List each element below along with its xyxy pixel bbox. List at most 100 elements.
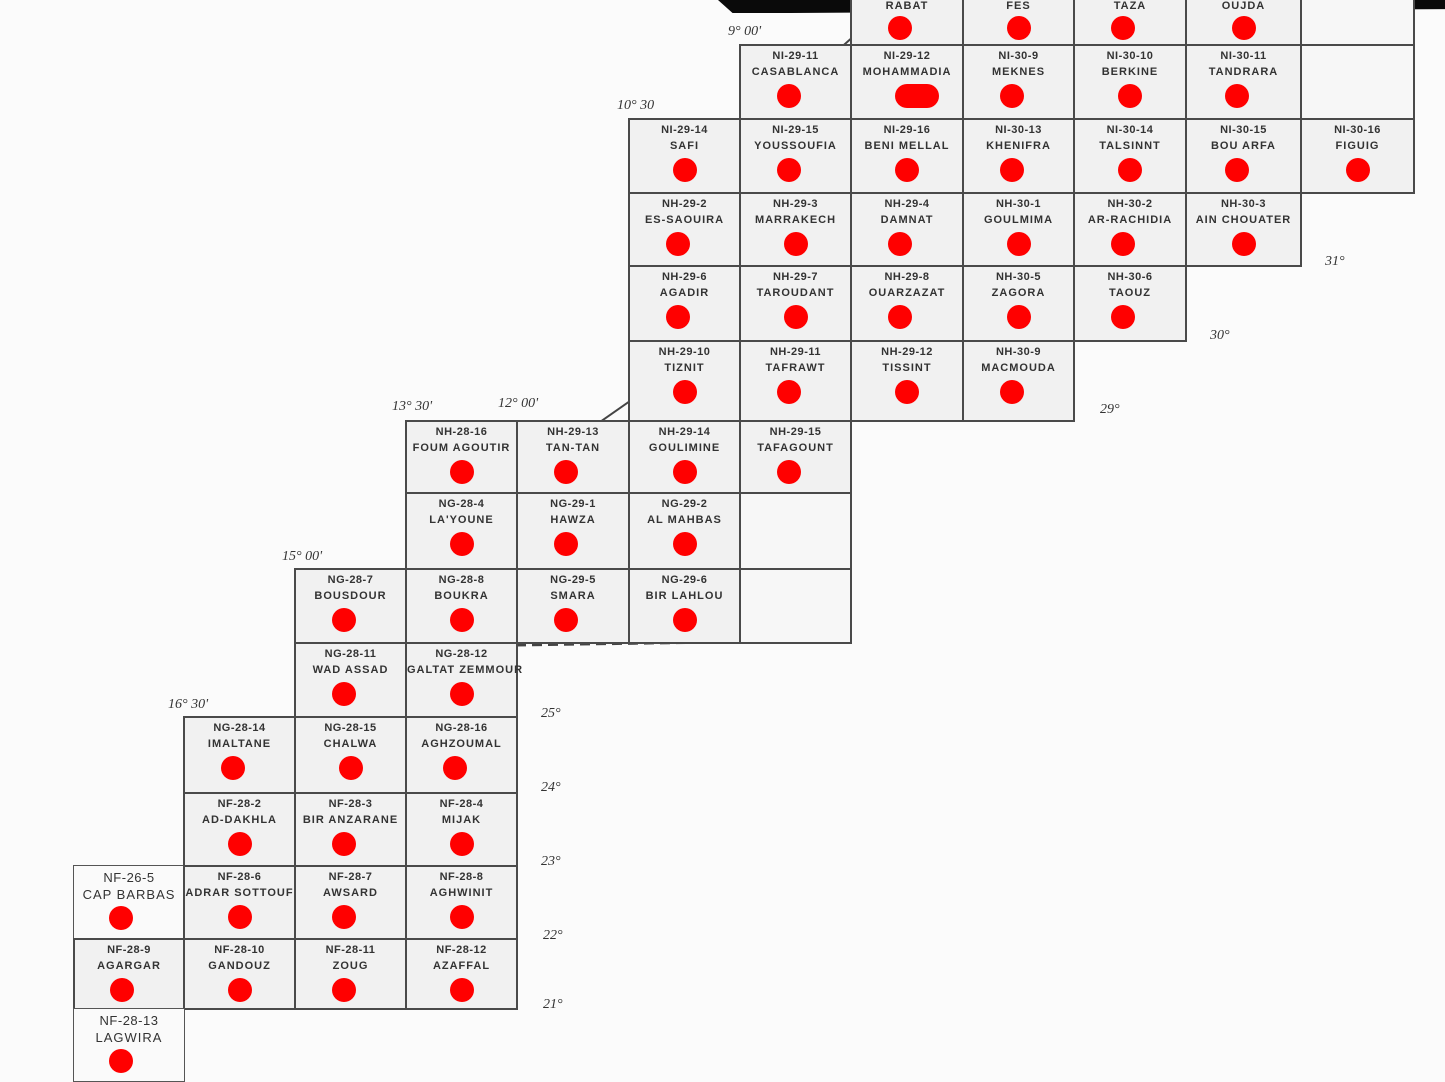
location-marker[interactable] <box>665 305 690 329</box>
location-marker[interactable] <box>888 305 912 329</box>
location-marker[interactable] <box>895 380 919 404</box>
location-marker[interactable] <box>220 756 245 780</box>
location-marker[interactable] <box>227 978 252 1002</box>
location-marker[interactable] <box>331 978 356 1002</box>
location-marker[interactable] <box>442 756 467 780</box>
location-marker[interactable] <box>776 380 801 404</box>
map-sheet[interactable]: FES <box>962 0 1075 46</box>
location-marker[interactable] <box>331 608 356 632</box>
location-marker[interactable] <box>227 905 252 929</box>
location-marker[interactable] <box>999 158 1024 182</box>
map-sheet[interactable]: RABAT <box>850 0 964 46</box>
map-sheet[interactable]: OUJDA <box>1185 0 1302 46</box>
map-sheet[interactable]: TAZA <box>1073 0 1187 46</box>
location-marker[interactable] <box>672 158 697 182</box>
location-marker[interactable] <box>331 832 356 856</box>
location-marker[interactable] <box>449 460 474 484</box>
location-marker[interactable] <box>1111 16 1135 40</box>
location-marker[interactable] <box>1231 232 1256 256</box>
location-marker[interactable] <box>1006 305 1031 329</box>
location-marker[interactable] <box>895 158 919 182</box>
location-marker[interactable] <box>449 905 474 929</box>
location-marker[interactable] <box>331 905 356 929</box>
location-marker[interactable] <box>672 532 697 556</box>
location-marker[interactable] <box>110 978 134 1002</box>
location-marker[interactable] <box>449 532 474 556</box>
location-marker[interactable] <box>554 608 578 632</box>
location-marker[interactable] <box>999 84 1024 108</box>
location-marker[interactable] <box>1118 84 1142 108</box>
location-marker[interactable] <box>1006 16 1031 40</box>
location-marker[interactable] <box>554 532 578 556</box>
location-marker[interactable] <box>888 16 912 40</box>
location-marker[interactable] <box>888 232 912 256</box>
location-marker[interactable] <box>776 460 801 484</box>
location-marker[interactable] <box>331 682 356 706</box>
location-marker[interactable] <box>449 608 474 632</box>
location-marker[interactable] <box>776 84 801 108</box>
location-marker[interactable] <box>449 682 474 706</box>
location-marker[interactable] <box>1111 232 1135 256</box>
location-marker[interactable] <box>1006 232 1031 256</box>
location-marker[interactable] <box>776 158 801 182</box>
location-marker[interactable] <box>672 460 697 484</box>
location-marker[interactable] <box>1224 84 1249 108</box>
location-marker[interactable] <box>449 978 474 1002</box>
location-marker[interactable] <box>1345 158 1370 182</box>
location-marker[interactable] <box>999 380 1024 404</box>
location-marker[interactable] <box>783 305 808 329</box>
location-marker[interactable] <box>1231 16 1256 40</box>
location-marker[interactable] <box>672 608 697 632</box>
location-marker[interactable] <box>665 232 690 256</box>
location-marker[interactable] <box>109 906 133 930</box>
location-marker[interactable] <box>449 832 474 856</box>
